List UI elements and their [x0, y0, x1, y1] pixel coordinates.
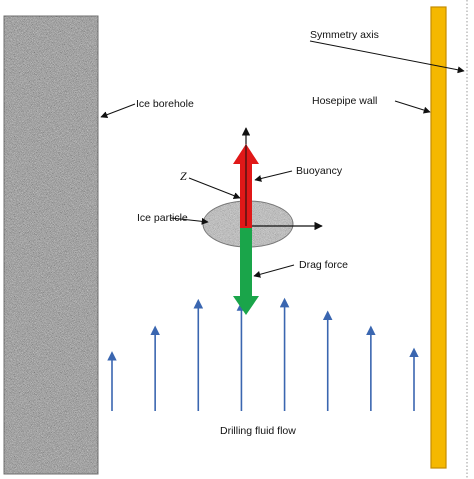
- drilling-fluid-flow-arrows: [107, 297, 419, 411]
- ice-particle-label: Ice particle: [137, 212, 188, 224]
- hosepipe-wall: [430, 6, 447, 469]
- z-vector-label: Z⃗: [180, 169, 196, 183]
- ice-borehole-label: Ice borehole: [136, 98, 194, 110]
- ice-borehole-wall: [3, 15, 99, 475]
- hosepipe-wall-label: Hosepipe wall: [312, 95, 377, 107]
- drag-force-label: Drag force: [299, 259, 348, 271]
- drag-force-arrow: [233, 228, 259, 315]
- buoyancy-label: Buoyancy: [296, 165, 343, 177]
- symmetry-axis-label: Symmetry axis: [310, 29, 379, 41]
- leader-lines: [100, 40, 465, 278]
- drilling-fluid-flow-label: Drilling fluid flow: [220, 425, 296, 437]
